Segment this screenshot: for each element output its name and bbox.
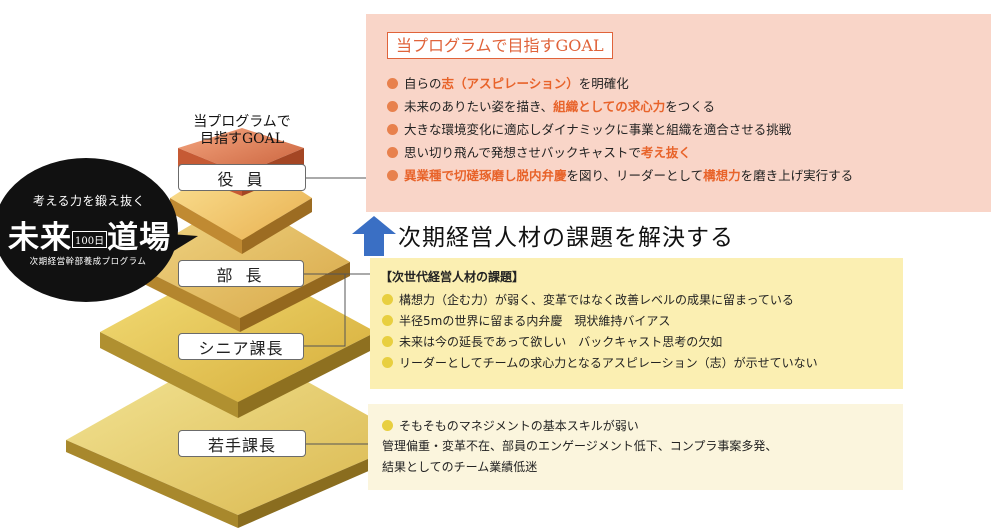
basic-skills-line1: 管理偏重・変革不在、部員のエンゲージメント低下、コンプラ事案多発、	[382, 439, 778, 453]
basic-skills-description: 管理偏重・変革不在、部員のエンゲージメント低下、コンプラ事案多発、 結果としての…	[382, 436, 777, 478]
goal-panel-title: 当プログラムで目指すGOAL	[387, 32, 613, 59]
goal-caption-line1: 当プログラムで	[193, 114, 291, 130]
logo-badge-shape	[0, 158, 198, 302]
issue-item: 半径5mの世界に留まる内弁慶 現状維持バイアス	[382, 311, 818, 332]
up-arrow-icon	[352, 216, 396, 256]
bullet-dot-icon	[382, 336, 393, 347]
basic-skills-item: そもそものマネジメントの基本スキルが弱い	[382, 416, 639, 436]
bullet-dot-icon	[382, 420, 393, 431]
goal-item: 思い切り飛んで発想させバックキャストで考え抜く	[387, 141, 853, 164]
logo-subtitle: 次期経営幹部養成プログラム	[29, 257, 147, 267]
tier-department-head	[128, 196, 350, 332]
bullet-dot-icon	[382, 315, 393, 326]
headline: 次期経営人材の課題を解決する	[398, 225, 734, 251]
bullet-dot-icon	[382, 357, 393, 368]
bullet-dot-icon	[387, 101, 398, 112]
goal-item: 異業種で切磋琢磨し脱内弁慶を図り、リーダーとして構想力を磨き上げ実行する	[387, 164, 853, 187]
goal-item: 大きな環境変化に適応しダイナミックに事業と組織を適合させる挑戦	[387, 118, 853, 141]
basic-skills-line2: 結果としてのチーム業績低迷	[382, 460, 538, 474]
logo-name-right: 道場	[107, 220, 172, 256]
issues-list: 構想力（企む力）が弱く、変革ではなく改善レベルの成果に留まっている 半径5mの世…	[382, 290, 818, 374]
goal-caption-line2: 目指すGOAL	[199, 131, 285, 147]
issue-item: リーダーとしてチームの求心力となるアスピレーション（志）が示せていない	[382, 353, 818, 374]
goal-panel: 当プログラムで目指すGOAL 自らの志（アスピレーション）を明確化 未来のありた…	[366, 14, 991, 212]
logo-name-left: 未来	[8, 220, 72, 256]
bullet-dot-icon	[387, 147, 398, 158]
level-label-department-head: 部 長	[178, 260, 304, 287]
bullet-dot-icon	[387, 170, 398, 181]
issue-item: 未来は今の延長であって欲しい バックキャスト思考の欠如	[382, 332, 818, 353]
level-label-young-manager: 若手課長	[178, 430, 306, 457]
level-label-senior-manager: シニア課長	[178, 333, 304, 360]
bullet-dot-icon	[382, 294, 393, 305]
goal-item: 未来のありたい姿を描き、組織としての求心力をつくる	[387, 95, 853, 118]
basic-skills-list: そもそものマネジメントの基本スキルが弱い	[382, 416, 639, 436]
issue-item: 構想力（企む力）が弱く、変革ではなく改善レベルの成果に留まっている	[382, 290, 818, 311]
goal-list: 自らの志（アスピレーション）を明確化 未来のありたい姿を描き、組織としての求心力…	[387, 72, 853, 187]
logo-badge: 100日	[72, 231, 108, 248]
connector-dept-senior	[304, 273, 346, 347]
logo-tagline: 考える力を鍛え抜く	[32, 194, 146, 208]
bullet-dot-icon	[387, 124, 398, 135]
issues-panel: 【次世代経営人材の課題】 構想力（企む力）が弱く、変革ではなく改善レベルの成果に…	[370, 258, 903, 389]
level-label-executive: 役 員	[178, 164, 306, 191]
issues-panel-title: 【次世代経営人材の課題】	[380, 270, 525, 284]
basic-skills-panel: そもそものマネジメントの基本スキルが弱い 管理偏重・変革不在、部員のエンゲージメ…	[368, 404, 903, 490]
bullet-dot-icon	[387, 78, 398, 89]
goal-item: 自らの志（アスピレーション）を明確化	[387, 72, 853, 95]
pyramid-goal-caption: 当プログラムで 目指すGOAL	[178, 114, 306, 148]
tier-executive	[170, 152, 312, 254]
